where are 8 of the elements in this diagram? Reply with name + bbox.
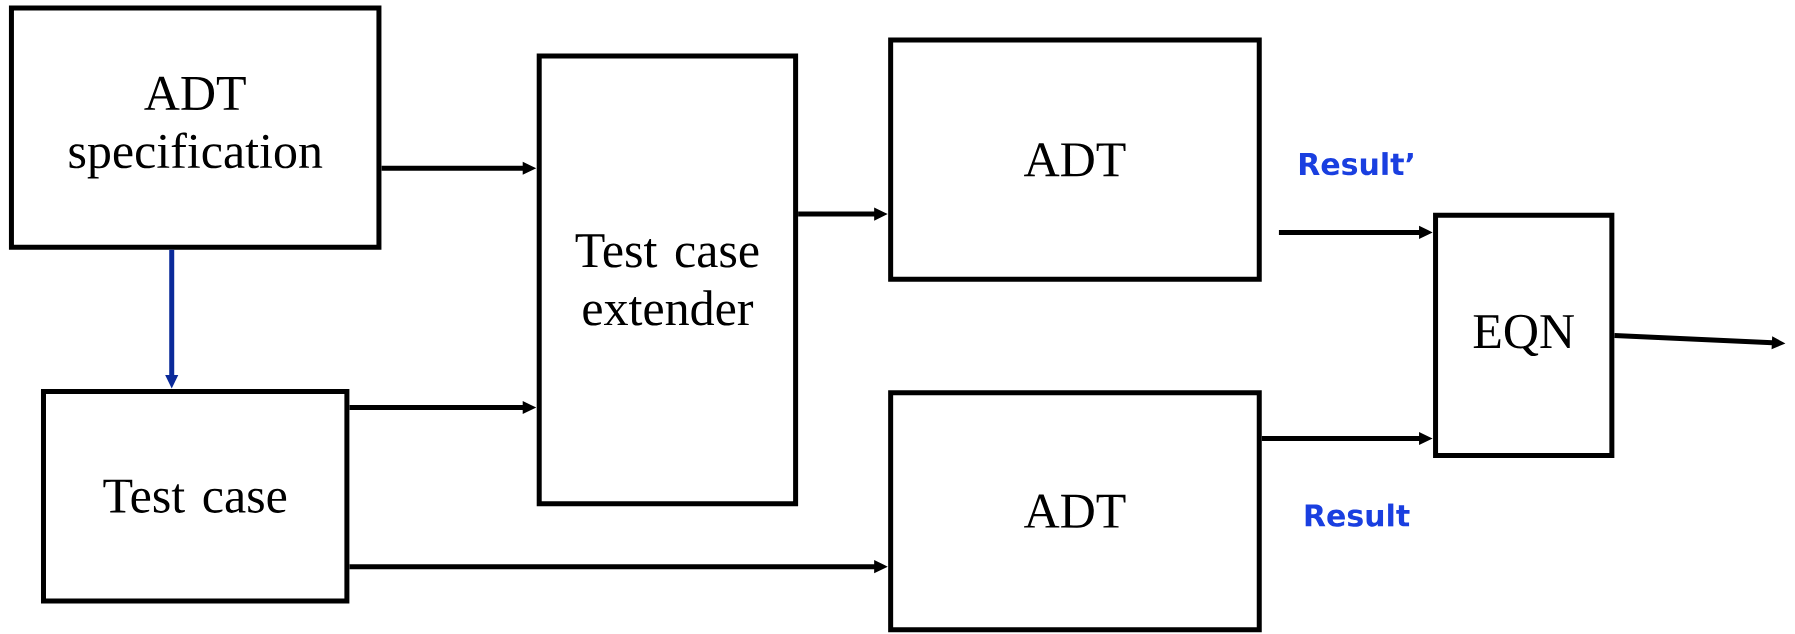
process-box: Test case [41,388,350,604]
edge-label: Result [1301,502,1412,528]
process-box: Test case extender [536,53,799,507]
process-box: ADT specification [8,5,382,250]
process-box: ADT [888,37,1262,282]
edge-label: Result’ [1296,151,1417,177]
process-box: EQN [1433,212,1615,459]
process-box: ADT [888,390,1262,633]
